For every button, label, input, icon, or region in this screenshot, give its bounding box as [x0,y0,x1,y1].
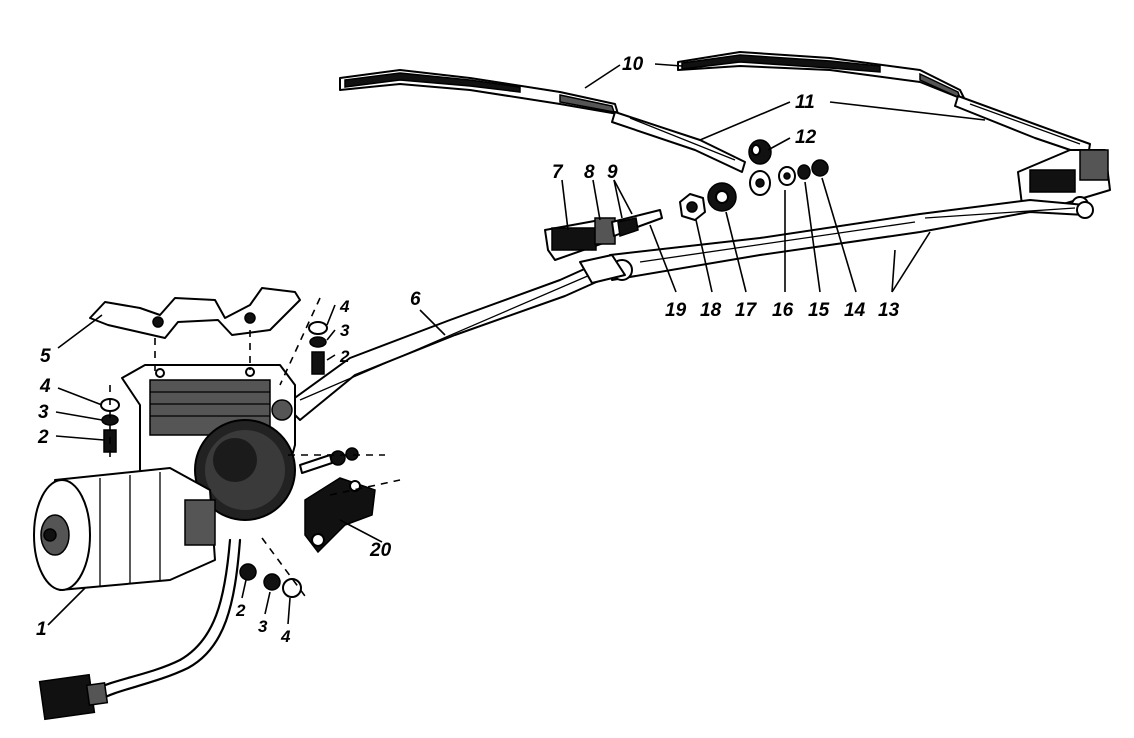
label-1: 1 [36,619,47,640]
callout-labels: 1 2 3 4 5 4 3 2 6 7 8 9 10 11 12 13 14 1… [36,54,900,646]
bushing-17 [707,182,737,212]
wiper-arm-left [611,111,746,173]
label-18: 18 [700,300,722,321]
motor-cable [93,538,242,702]
label-14: 14 [844,300,866,321]
label-7: 7 [552,162,564,183]
label-4-left: 4 [39,376,51,397]
label-19: 19 [665,300,687,321]
cable-connector [38,673,109,721]
cap-12 [748,139,772,165]
wiper-arm-right [954,95,1091,157]
label-2-top: 2 [339,347,350,366]
nut-18 [679,193,706,221]
gearbox-housing [121,364,296,521]
label-8: 8 [584,162,595,183]
label-6: 6 [410,289,421,310]
label-4-bottom: 4 [280,627,291,646]
electric-motor [33,467,216,591]
label-13: 13 [878,300,900,321]
washer-15 [778,166,796,186]
bolt-near-clamp [299,447,359,474]
leader-lines [47,63,986,626]
washer-14 [797,164,811,180]
fastener-set-top [279,297,328,386]
label-3-top: 3 [340,321,350,340]
washer-16 [749,170,771,196]
label-3-bottom: 3 [258,617,268,636]
fastener-set-left [100,385,120,460]
label-17: 17 [735,300,758,321]
mounting-bracket [89,287,301,339]
label-11: 11 [795,92,815,113]
label-9: 9 [607,162,618,183]
label-3-left: 3 [38,402,49,423]
clamp-20 [304,477,376,554]
label-2-bottom: 2 [235,601,246,620]
wiper-blade-right [677,51,966,101]
label-10: 10 [622,54,644,75]
left-pivot-assembly [544,209,663,284]
label-5: 5 [40,346,51,367]
nut-13b [811,159,829,177]
fastener-set-bottom [239,537,306,598]
crank-rod [284,261,613,421]
label-20: 20 [369,540,392,561]
label-15: 15 [808,300,830,321]
label-16: 16 [772,300,794,321]
label-4-top: 4 [339,297,350,316]
label-2-left: 2 [37,427,49,448]
label-12: 12 [795,127,817,148]
wiper-blade-left [339,69,619,115]
